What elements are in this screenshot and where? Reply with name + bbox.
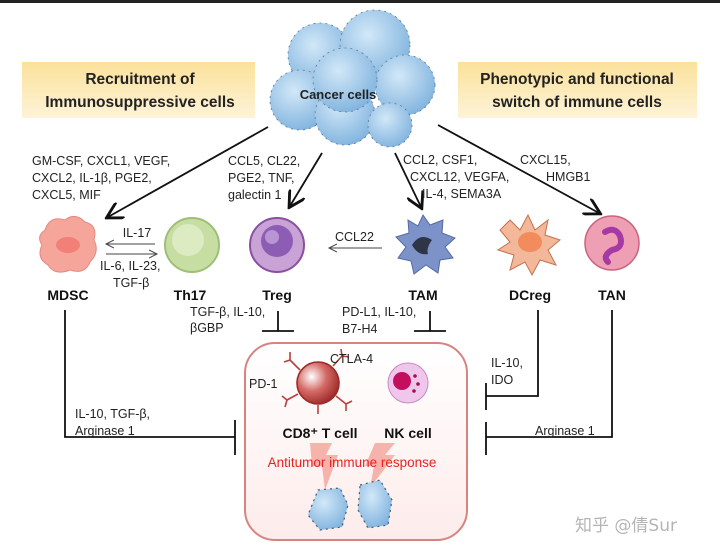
- tam-recruit-signals: CCL2, CSF1, CXCL12, VEGFA, IL-4, SEMA3A: [403, 153, 509, 201]
- svg-text:CXCL2, IL-1β, PGE2,: CXCL2, IL-1β, PGE2,: [32, 171, 152, 185]
- header-recruitment-line1: Recruitment of: [85, 71, 195, 88]
- tan-inhibit-label: Arginase 1: [535, 424, 595, 438]
- nk-label: NK cell: [384, 425, 431, 441]
- tan-inhibition-line: [485, 310, 613, 455]
- dcreg-inhibit-line2: IDO: [491, 373, 514, 387]
- tan-label: TAN: [598, 287, 626, 303]
- ctla4-label: CTLA-4: [330, 352, 373, 366]
- dcreg-label: DCreg: [509, 287, 551, 303]
- th17-signal-line1: IL-6, IL-23,: [100, 259, 160, 273]
- cancer-cells-cluster: [269, 9, 436, 148]
- th17-cell: [164, 217, 220, 273]
- svg-text:CCL5, CL22,: CCL5, CL22,: [228, 154, 300, 168]
- tan-cell: [584, 215, 640, 271]
- target-cancer-cells: [307, 479, 393, 531]
- svg-text:HMGB1: HMGB1: [546, 170, 591, 184]
- svg-text:galectin 1: galectin 1: [228, 188, 282, 202]
- svg-text:GM-CSF, CXCL1, VEGF,: GM-CSF, CXCL1, VEGF,: [32, 154, 170, 168]
- tan-recruit-signals: CXCL15, HMGB1: [520, 153, 591, 184]
- treg-cell: [249, 217, 305, 273]
- tam-inhibition-bar: [414, 311, 446, 332]
- svg-text:PGE2, TNF,: PGE2, TNF,: [228, 171, 294, 185]
- mdsc-recruit-signals: GM-CSF, CXCL1, VEGF, CXCL2, IL-1β, PGE2,…: [32, 154, 170, 202]
- dcreg-cell: [496, 213, 562, 277]
- cd8-t-cell: [281, 348, 353, 414]
- cancer-cells-label: Cancer cells: [300, 87, 377, 102]
- dcreg-inhibit-line1: IL-10,: [491, 356, 523, 370]
- mdsc-label: MDSC: [47, 287, 88, 303]
- treg-label: Treg: [262, 287, 292, 303]
- header-phenotypic-switch: Phenotypic and functional switch of immu…: [458, 62, 697, 118]
- svg-text:CXCL12, VEGFA,: CXCL12, VEGFA,: [410, 170, 509, 184]
- tam-inhibit-line2: B7-H4: [342, 322, 377, 336]
- arrow-to-tam: [394, 152, 421, 207]
- svg-text:CCL2, CSF1,: CCL2, CSF1,: [403, 153, 477, 167]
- arrow-to-treg: [290, 152, 323, 206]
- mdsc-inhibition-line: [64, 310, 236, 455]
- arrow-to-tan: [437, 124, 599, 213]
- mdsc-inhibit-line2: Arginase 1: [75, 424, 135, 438]
- svg-text:CXCL5, MIF: CXCL5, MIF: [32, 188, 101, 202]
- treg-inhibit-line2: βGBP: [190, 321, 224, 335]
- top-border: [0, 0, 720, 3]
- treg-inhibit-line1: TGF-β, IL-10,: [190, 305, 265, 319]
- svg-text:IL-4, SEMA3A: IL-4, SEMA3A: [422, 187, 502, 201]
- th17-signal-line2: TGF-β: [113, 276, 149, 290]
- header-switch-line1: Phenotypic and functional: [480, 71, 674, 88]
- header-recruitment: Recruitment of Immunosuppressive cells: [22, 62, 255, 118]
- antitumor-box: [244, 342, 468, 541]
- watermark: 知乎 @倩Sur: [575, 516, 677, 536]
- th17-label: Th17: [174, 287, 207, 303]
- arrow-to-mdsc: [108, 126, 269, 217]
- nk-cell: [387, 362, 429, 404]
- header-switch-line2: switch of immune cells: [492, 94, 662, 111]
- mdsc-inhibit-line1: IL-10, TGF-β,: [75, 407, 150, 421]
- svg-text:CXCL15,: CXCL15,: [520, 153, 571, 167]
- lightning-icon: [310, 443, 395, 490]
- cd8-label: CD8⁺ T cell: [282, 425, 357, 441]
- dcreg-inhibition-line: [485, 310, 539, 410]
- header-recruitment-line2: Immunosuppressive cells: [45, 94, 235, 111]
- pd1-label: PD-1: [249, 377, 278, 391]
- tam-inhibit-line1: PD-L1, IL-10,: [342, 305, 416, 319]
- il17-label: IL-17: [123, 226, 152, 240]
- ccl22-label: CCL22: [335, 230, 374, 244]
- antitumor-response-label: Antitumor immune response: [268, 455, 437, 470]
- treg-inhibition-bar: [262, 311, 294, 332]
- tam-cell: [395, 213, 456, 275]
- mdsc-cell: [39, 216, 97, 273]
- tam-label: TAM: [408, 287, 437, 303]
- treg-recruit-signals: CCL5, CL22, PGE2, TNF, galectin 1: [228, 154, 300, 202]
